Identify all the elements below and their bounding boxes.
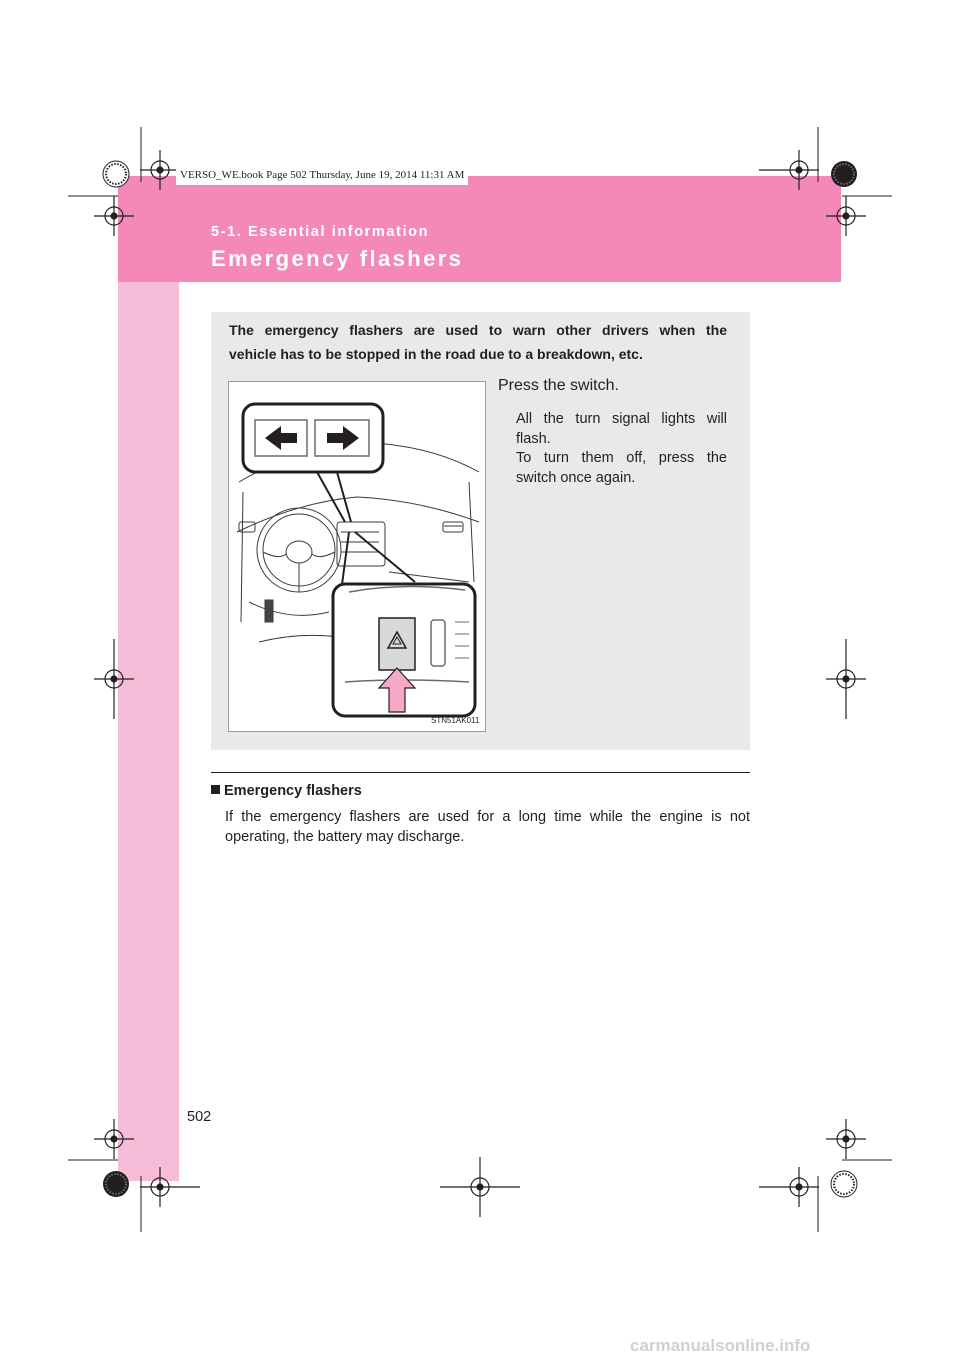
page-number: 502 [187,1109,212,1125]
note-heading-text: Emergency flashers [224,783,362,799]
step-line: flash. [516,430,551,447]
step-line: switch once again. [516,469,636,486]
page-title: Emergency flashers [211,246,464,271]
square-bullet-icon [211,785,220,794]
step-line: To turn them off, press the [516,450,727,466]
step-line: All the turn signal lights will [516,411,727,427]
dashboard-drawing [236,402,480,718]
figure-code: STN51AK011 [431,716,480,725]
note-line: If the emergency flashers are used for a… [225,809,750,825]
watermark[interactable]: carmanualsonline.info [630,1336,811,1355]
left-arrow-icon [265,426,297,450]
intro-line: The emergency flashers are used to warn … [229,322,727,338]
hazard-triangle-icon [386,630,408,649]
book-stamp: VERSO_WE.book Page 502 Thursday, June 19… [176,166,469,185]
step-description: All the turn signal lights will flash. T… [516,410,727,488]
registration-target-icon [94,150,866,1217]
right-arrow-icon [327,426,359,450]
press-arrow-icon [377,667,417,713]
intro-text: The emergency flashers are used to warn … [229,318,727,366]
section-label: 5-1. Essential information [211,224,430,240]
crop-mark-icon [68,127,892,1232]
intro-line: vehicle has to be stopped in the road du… [229,346,643,362]
section-divider [211,772,750,773]
note-body: If the emergency flashers are used for a… [225,808,750,847]
note-line: operating, the battery may discharge. [225,828,465,845]
note-heading: Emergency flashers [211,783,362,799]
dashboard-illustration: STN51AK011 [228,381,486,732]
header-band [118,176,841,282]
registration-disc-icon [102,160,858,1198]
step-title: Press the switch. [498,377,619,394]
